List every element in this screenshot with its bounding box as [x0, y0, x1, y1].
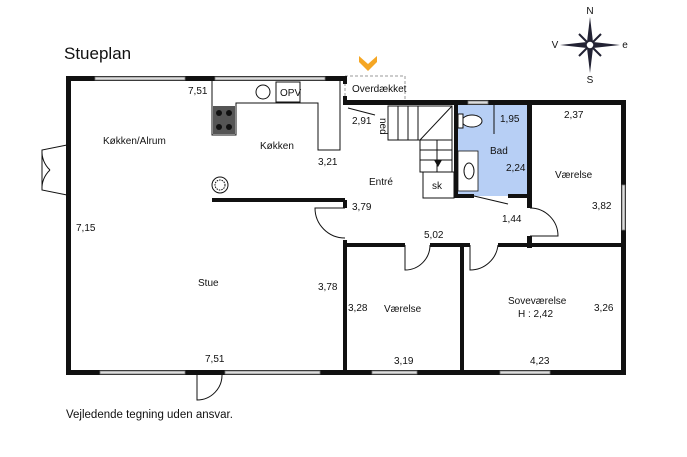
compass-e: e	[622, 40, 628, 51]
fan-icon	[211, 176, 229, 194]
dim-bottom-751: 7,51	[205, 354, 225, 365]
label-sk: sk	[432, 181, 443, 192]
label-vaerelse-right: Værelse	[555, 170, 593, 181]
dim-378: 3,78	[318, 282, 338, 293]
dim-319: 3,19	[394, 356, 414, 367]
label-sovevaerelse: Soveværelse	[508, 296, 567, 307]
compass-v: V	[552, 40, 559, 51]
label-bad: Bad	[490, 146, 508, 157]
dim-195: 1,95	[500, 114, 520, 125]
walls	[66, 76, 626, 375]
dim-382: 3,82	[592, 201, 612, 212]
dim-144: 1,44	[502, 214, 522, 225]
entrance-marker-icon	[359, 56, 377, 71]
dim-237: 2,37	[564, 110, 584, 121]
compass-s: S	[587, 75, 594, 86]
dim-291: 2,91	[352, 116, 372, 127]
dim-502: 5,02	[424, 230, 444, 241]
dim-379: 3,79	[352, 202, 372, 213]
label-kokken-alrum: Køkken/Alrum	[103, 136, 166, 147]
label-overdaekket: Overdækket	[352, 84, 407, 95]
dimensions: 7,51 2,91 3,21 3,79 5,02 1,95 2,24 2,37 …	[76, 86, 614, 367]
label-height: H : 2,42	[518, 309, 553, 320]
windows	[94, 76, 626, 375]
dim-715: 7,15	[76, 223, 96, 234]
label-vaerelse-bottom: Værelse	[384, 304, 422, 315]
sink-icon	[255, 84, 271, 100]
dim-326: 3,26	[594, 303, 614, 314]
label-entre: Entré	[369, 177, 393, 188]
plan-title: Stueplan	[64, 44, 132, 63]
label-opv: OPV	[280, 88, 301, 99]
dim-top-751: 7,51	[188, 86, 208, 97]
label-stue: Stue	[198, 278, 219, 289]
stove-icon	[213, 106, 235, 134]
dim-224: 2,24	[506, 163, 526, 174]
label-ned: ned	[377, 118, 388, 135]
stair-arrow-icon	[434, 160, 442, 167]
bathroom-sink-icon	[457, 150, 479, 192]
compass-icon: N S V e	[552, 6, 629, 86]
toilet-icon	[457, 113, 483, 129]
dim-321: 3,21	[318, 157, 338, 168]
dim-328: 3,28	[348, 303, 368, 314]
dim-423: 4,23	[530, 356, 550, 367]
kitchen-counter	[211, 81, 341, 151]
compass-n: N	[586, 6, 593, 17]
disclaimer: Vejledende tegning uden ansvar.	[66, 409, 233, 421]
stairs	[387, 105, 453, 173]
label-kokken: Køkken	[260, 141, 294, 152]
doors	[41, 107, 559, 401]
